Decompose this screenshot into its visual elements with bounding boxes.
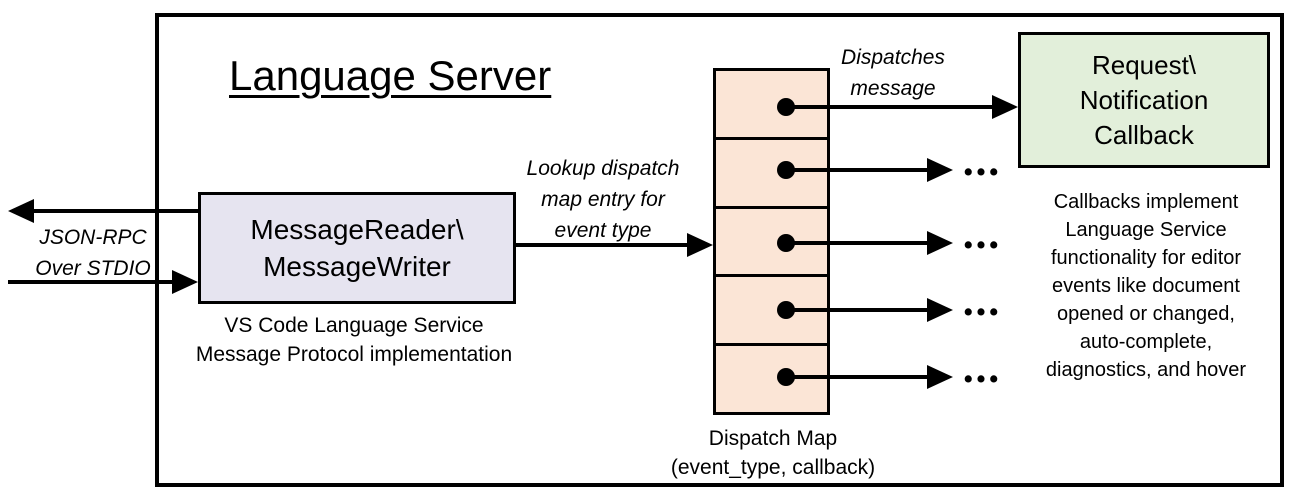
lookup-dispatch-label: Lookup dispatch map entry for event type (526, 157, 680, 242)
language-server-boundary (155, 13, 1284, 487)
callbacks-description: Callbacks implement Language Service fun… (1045, 191, 1247, 381)
message-reader-writer-label: MessageReader\ MessageWriter (250, 214, 464, 282)
ellipsis-icon: ••• (963, 230, 1003, 259)
message-box-caption: VS Code Language Service Message Protoco… (195, 314, 513, 366)
message-reader-writer-box: MessageReader\ MessageWriter (198, 192, 516, 304)
ellipsis-icon: ••• (963, 297, 1003, 326)
ellipsis-icon: ••• (963, 157, 1003, 186)
dispatches-message-label: Dispatches message (841, 46, 945, 100)
request-notification-callback-label: Request\ Notification Callback (1079, 49, 1209, 150)
dispatch-map-cell (716, 209, 827, 278)
dispatch-map-cell (716, 140, 827, 209)
request-notification-callback-box: Request\ Notification Callback (1018, 32, 1270, 168)
dispatch-map-cell (716, 71, 827, 140)
left-arrowhead-icon (8, 199, 34, 223)
json-rpc-stdio-label: JSON-RPC Over STDIO (35, 226, 151, 280)
dispatch-map-cell (716, 346, 827, 412)
diagram-title: Language Server (229, 52, 552, 99)
ellipsis-icon: ••• (963, 364, 1003, 393)
dispatch-map-caption: Dispatch Map (event_type, callback) (670, 427, 876, 479)
dispatch-map-cell (716, 277, 827, 347)
dispatch-map (713, 68, 830, 415)
